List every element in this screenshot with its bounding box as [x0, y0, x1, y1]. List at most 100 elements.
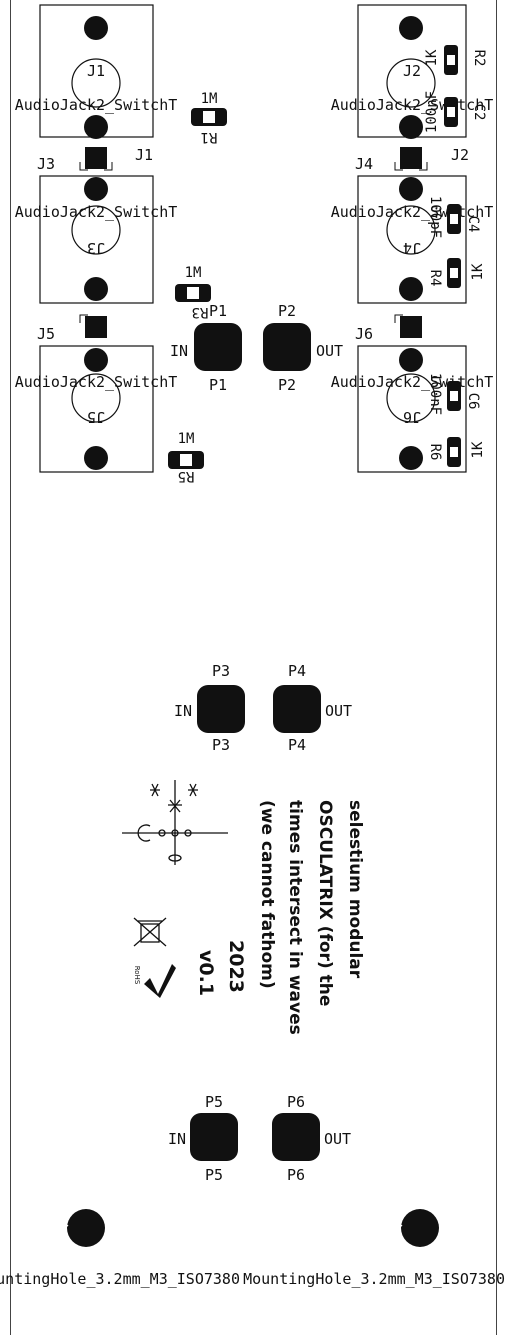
pad-ref-top: P3 [212, 662, 230, 680]
jack-ref: J2 [451, 146, 469, 164]
pad-ref-top: P5 [205, 1093, 223, 1111]
silk-line-1: selestium modular [345, 800, 365, 979]
capacitor-value: 100nF [424, 91, 440, 133]
capacitor-c4: 100pF C4 [427, 196, 481, 238]
resistor-ref: R6 [427, 444, 443, 461]
jack-fab-ref: J1 [87, 62, 105, 80]
jack-fab-ref: J5 [87, 408, 105, 426]
capacitor-ref: C4 [465, 216, 481, 233]
resistor-r3: 1M R3 [175, 265, 211, 320]
jack-pad [399, 177, 423, 201]
jack-value: AudioJack2_SwitchT [15, 203, 178, 221]
jack-pad [399, 277, 423, 301]
resistor-r1: 1M R1 [191, 91, 227, 145]
silk-year: 2023 [225, 940, 247, 993]
jack-j4: J4 AudioJack2_SwitchT J4 [331, 155, 493, 304]
jack-pad [400, 316, 422, 338]
resistor-r4: R4 1K [427, 258, 486, 288]
pad-ref: P1 [209, 376, 227, 394]
pad-ref-top: P2 [278, 302, 296, 320]
jack-pad [399, 446, 423, 470]
jack-fab-ref: J2 [403, 62, 421, 80]
jack-pad [399, 115, 423, 139]
jack-pad [85, 316, 107, 338]
pad-p1: P1 IN P1 [170, 302, 242, 394]
jack-value: AudioJack2_SwitchT [15, 96, 178, 114]
jack-pad [399, 16, 423, 40]
jack-value: AudioJack2_SwitchT [331, 373, 494, 391]
jack-j5: J5 AudioJack2_SwitchT J5 [15, 314, 177, 473]
resistor-r2: 1K R2 [424, 45, 487, 75]
jack-fab-ref: J4 [403, 239, 421, 257]
pad-side: OUT [324, 1130, 351, 1148]
jack-j3: J3 AudioJack2_SwitchT J3 [15, 155, 178, 304]
resistor-value: 1K [470, 441, 486, 458]
jack-ref: J3 [37, 155, 55, 173]
pad-side: IN [170, 342, 188, 360]
rohs-icon: RoHS [133, 964, 176, 998]
pad-side: OUT [316, 342, 343, 360]
resistor-value: 1K [470, 263, 486, 280]
pad-p2: P2 OUT P2 [263, 302, 343, 394]
jack-pad [84, 177, 108, 201]
jack-pad [400, 147, 422, 169]
capacitor-c6: 100nF C6 [427, 373, 481, 415]
pad-p4: P4 OUT P4 [273, 662, 352, 754]
jack-j2: J2 AudioJack2_SwitchT J2 [331, 4, 494, 171]
mounting-hole-h2: MountingHole_3.2mm_M3_ISO7380 [243, 1209, 505, 1288]
resistor-r5: 1M R5 [168, 431, 204, 484]
capacitor-ref: C2 [471, 104, 487, 121]
jack-ref: J1 [135, 146, 153, 164]
board-outline [10, 0, 497, 1335]
pad-ref: P6 [287, 1166, 305, 1184]
pad-p5: P5 IN P5 [168, 1093, 238, 1184]
jack-ref: J6 [355, 325, 373, 343]
pad-ref: P2 [278, 376, 296, 394]
jack-pad [84, 115, 108, 139]
resistor-value: 1M [185, 265, 202, 281]
pad-ref: P5 [205, 1166, 223, 1184]
pad-side: OUT [325, 702, 352, 720]
pad-ref-top: P6 [287, 1093, 305, 1111]
pad-ref: P3 [212, 736, 230, 754]
jack-ref: J4 [355, 155, 373, 173]
pad-p6: P6 OUT P6 [272, 1093, 351, 1184]
jack-fab-ref: J6 [403, 408, 421, 426]
jack-pad [399, 348, 423, 372]
mounting-hole-value: MountingHole_3.2mm_M3_ISO7380 [243, 1270, 505, 1288]
resistor-ref: R4 [427, 270, 443, 287]
capacitor-c2: C2 100nF [424, 91, 487, 133]
resistor-value: 1M [178, 431, 195, 447]
jack-pad [84, 348, 108, 372]
jack-fab-ref: J3 [87, 239, 105, 257]
resistor-ref: R2 [471, 50, 487, 67]
resistor-ref: R5 [178, 468, 195, 484]
pad-side: IN [168, 1130, 186, 1148]
jack-pad [84, 446, 108, 470]
silkscreen-text-block: selestium modular OSCULATRIX (for) the t… [195, 800, 365, 1035]
resistor-ref: R1 [201, 129, 218, 145]
silk-version: v0.1 [195, 950, 217, 996]
jack-value: AudioJack2_SwitchT [331, 96, 494, 114]
pad-ref-top: P1 [209, 302, 227, 320]
pad-ref-top: P4 [288, 662, 306, 680]
silk-line-3: times intersect in waves [285, 800, 305, 1035]
pad-p3: P3 IN P3 [174, 662, 245, 754]
resistor-value: 1K [424, 49, 440, 66]
jack-pad [84, 16, 108, 40]
silk-line-2: OSCULATRIX (for) the [315, 800, 335, 1006]
resistor-value: 1M [201, 91, 218, 107]
jack-pad [84, 277, 108, 301]
capacitor-ref: C6 [465, 393, 481, 410]
pad-ref: P4 [288, 736, 306, 754]
mounting-hole-h1: MountingHole_3.2mm_M3_ISO7380 [0, 1209, 240, 1288]
jack-ref: J5 [37, 325, 55, 343]
pad-side: IN [174, 702, 192, 720]
jack-j1: J1 AudioJack2_SwitchT J1 [15, 4, 178, 171]
rohs-label: RoHS [133, 966, 141, 985]
resistor-ref: R3 [192, 304, 209, 320]
weee-bin-icon [133, 917, 167, 947]
resistor-r6: R6 1K [427, 437, 486, 467]
capacitor-value: 100pF [427, 196, 443, 238]
